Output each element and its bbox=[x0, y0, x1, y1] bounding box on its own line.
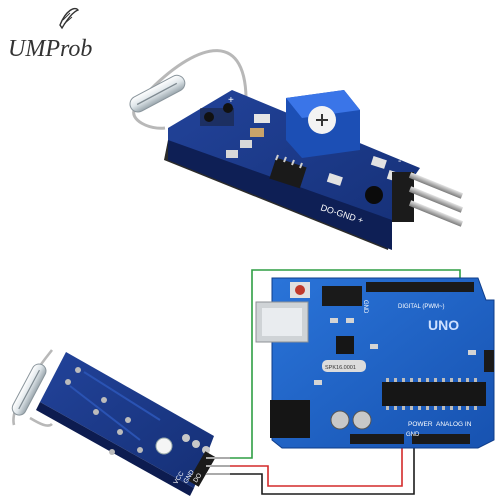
reed-switch-glass bbox=[129, 74, 186, 113]
microcontroller-chip bbox=[382, 382, 486, 406]
capacitor-1 bbox=[330, 410, 350, 430]
top-header-pins bbox=[392, 172, 464, 227]
digital-label: DIGITAL (PWM~) bbox=[398, 304, 445, 310]
minus-sign-right: - bbox=[398, 156, 401, 167]
mounting-hole bbox=[365, 186, 383, 204]
analog-header bbox=[412, 434, 470, 444]
trimpot bbox=[286, 90, 360, 158]
gnd-top-label: GND bbox=[362, 300, 368, 314]
crystal bbox=[322, 360, 366, 372]
capacitor-2 bbox=[352, 410, 372, 430]
reed-lead-loop bbox=[148, 49, 248, 106]
board-name: UNO bbox=[428, 317, 459, 333]
digital-header bbox=[366, 282, 474, 292]
wiring bbox=[208, 269, 461, 495]
gnd-bottom-label: GND bbox=[406, 432, 420, 438]
top-reed-sensor-module: + bbox=[129, 49, 464, 250]
brand-name: UMProb bbox=[8, 36, 92, 62]
brand-logo: UMProb bbox=[8, 7, 92, 62]
crystal-label: SPK16.0001 bbox=[325, 365, 356, 371]
feather-icon bbox=[59, 7, 80, 30]
wire-green-signal bbox=[208, 269, 461, 459]
comparator-ic bbox=[269, 154, 307, 189]
plus-sign-left: + bbox=[228, 95, 234, 106]
analog-label: ANALOG IN bbox=[436, 421, 472, 428]
power-header bbox=[350, 434, 404, 444]
pin-label-do: DO bbox=[192, 472, 203, 484]
arduino-uno-board: DIGITAL (PWM~) GND UNO SPK16.0001 POWER … bbox=[255, 277, 495, 449]
bottom-reed-glass bbox=[11, 363, 47, 416]
wire-black-gnd bbox=[208, 430, 415, 495]
bottom-reed-sensor-module: VCC GND DO bbox=[11, 349, 230, 496]
bottom-header-pins bbox=[206, 457, 230, 475]
dc-jack bbox=[270, 400, 310, 438]
power-label: POWER bbox=[408, 421, 433, 428]
wire-red-vcc bbox=[208, 430, 403, 487]
bottom-mounting-hole bbox=[155, 437, 173, 455]
